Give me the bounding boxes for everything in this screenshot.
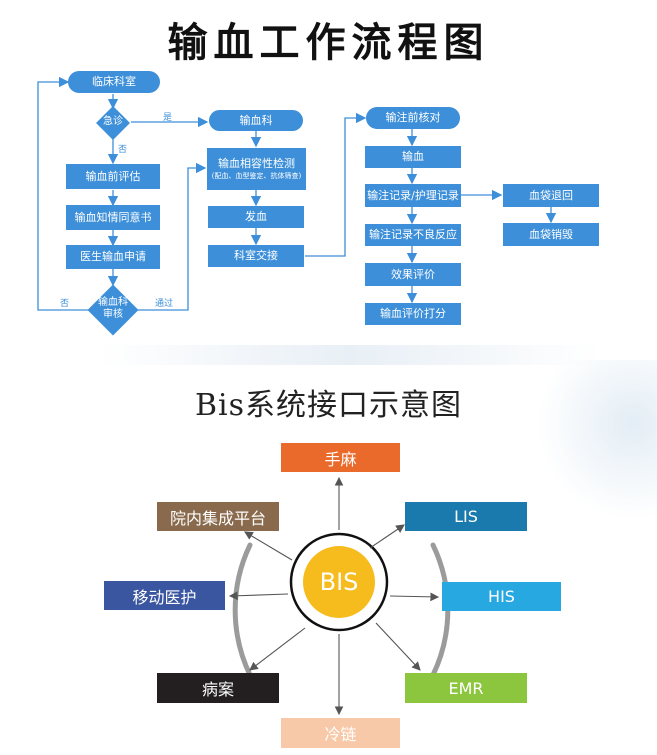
bis-node-emr: EMR xyxy=(405,673,527,703)
flow-decision-emergency: 急诊 xyxy=(95,105,131,141)
flow-label-yes: 是 xyxy=(163,113,173,123)
flow-node-compat-test: 输血相容性检测 (配血、血型鉴定、抗体筛查) xyxy=(207,148,306,190)
flow-label-no-loop: 否 xyxy=(60,299,70,309)
bis-center: BIS xyxy=(303,546,375,618)
flow-node-bag-return: 血袋退回 xyxy=(503,184,599,207)
flow-node-handover: 科室交接 xyxy=(208,245,304,267)
flow-node-blood-dept: 输血科 xyxy=(209,110,303,131)
bis-node-platform: 院内集成平台 xyxy=(157,502,279,531)
flow-node-effect-eval: 效果评价 xyxy=(365,263,461,286)
flow-label-pass: 通过 xyxy=(155,299,174,309)
bis-node-his: HIS xyxy=(442,582,561,611)
review-label-line1: 输血科 xyxy=(98,297,128,308)
flow-node-apply: 医生输血申请 xyxy=(66,245,160,269)
bis-node-anesthesia: 手麻 xyxy=(281,443,400,472)
flow-node-clinic: 临床科室 xyxy=(68,71,160,93)
flow-node-nursing-record: 输注记录/护理记录 xyxy=(365,184,461,207)
flow-node-score: 输血评价打分 xyxy=(365,303,461,325)
flow-node-consent: 输血知情同意书 xyxy=(66,205,160,230)
background-decoration xyxy=(537,360,657,520)
flow-node-transfuse: 输血 xyxy=(365,146,461,168)
bis-node-lis: LIS xyxy=(405,502,527,531)
bis-node-mobile: 移动医护 xyxy=(104,581,225,610)
compat-test-label: 输血相容性检测 xyxy=(218,157,295,171)
bis-title: Bis系统接口示意图 xyxy=(194,388,463,423)
flow-label-no: 否 xyxy=(118,145,128,155)
compat-test-note: (配血、血型鉴定、抗体筛查) xyxy=(211,172,302,181)
flow-node-precheck: 输注前核对 xyxy=(366,107,460,129)
flow-node-bag-destroy: 血袋销毁 xyxy=(503,223,599,246)
flow-node-dispatch: 发血 xyxy=(208,206,304,228)
flow-node-adverse: 输注记录不良反应 xyxy=(365,224,461,246)
bis-node-cold-chain: 冷链 xyxy=(281,718,400,748)
flow-decision-review: 输血科 审核 xyxy=(87,284,139,336)
flow-title: 输血工作流程图 xyxy=(167,19,490,66)
background-band xyxy=(100,345,600,365)
flow-node-pre-eval: 输血前评估 xyxy=(66,164,160,189)
review-label-line2: 审核 xyxy=(103,309,123,320)
bis-node-emr-record: 病案 xyxy=(157,673,279,703)
